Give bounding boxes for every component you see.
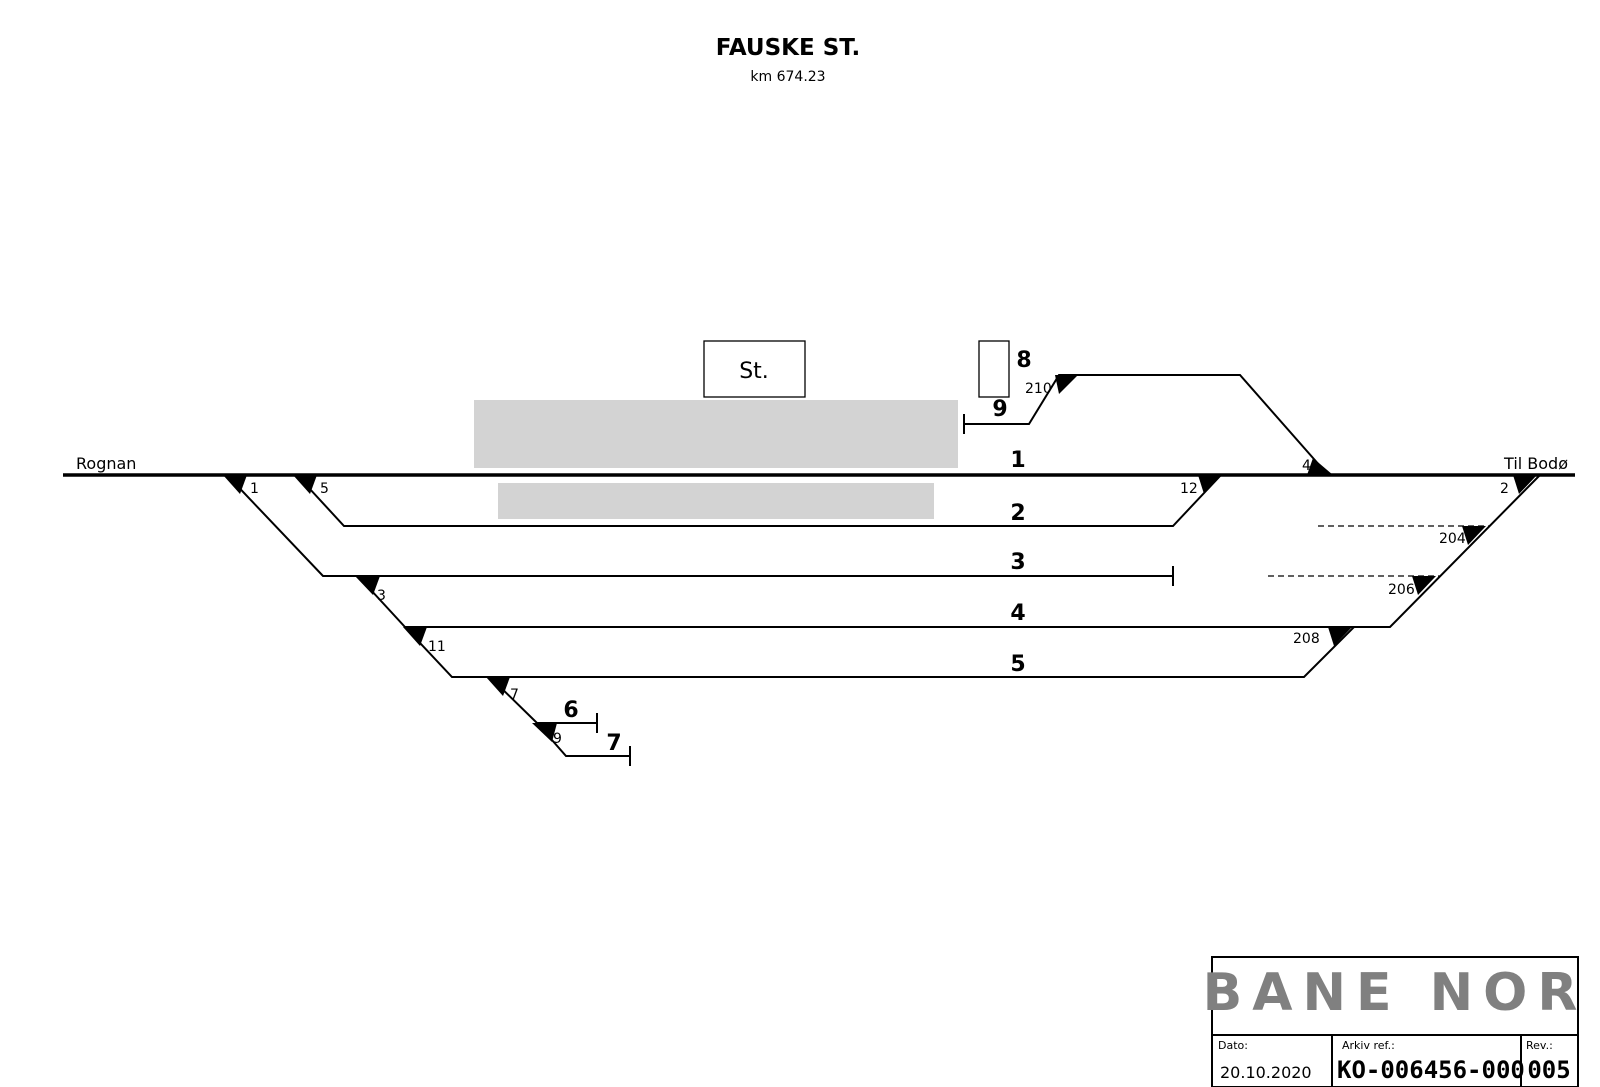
switch-9-label: 9 bbox=[553, 731, 562, 747]
switch-210-label: 210 bbox=[1025, 381, 1052, 397]
switch-9-marker bbox=[532, 723, 557, 742]
track-numbers: 1 2 3 4 5 6 7 8 9 bbox=[563, 348, 1031, 756]
track-4-label: 4 bbox=[1010, 601, 1025, 626]
right-end-label: Til Bodø bbox=[1503, 454, 1568, 473]
ref-value: KO-006456-000 bbox=[1337, 1056, 1525, 1084]
switch-208-label: 208 bbox=[1293, 631, 1320, 647]
switch-11-marker bbox=[403, 627, 427, 646]
switch-204-marker bbox=[1462, 526, 1486, 545]
rev-label: Rev.: bbox=[1526, 1039, 1553, 1052]
switch-5-label: 5 bbox=[320, 481, 329, 497]
date-label: Dato: bbox=[1218, 1039, 1248, 1052]
left-end-label: Rognan bbox=[76, 454, 136, 473]
switch-11-label: 11 bbox=[428, 639, 446, 655]
switch-7-label: 7 bbox=[510, 687, 519, 703]
switch-4-label: 4 bbox=[1302, 458, 1311, 474]
switch-206-label: 206 bbox=[1388, 582, 1415, 598]
switch-1-marker bbox=[223, 475, 247, 494]
switch-7-marker bbox=[486, 677, 510, 696]
switch-210-marker bbox=[1055, 375, 1078, 394]
ref-label: Arkiv ref.: bbox=[1342, 1039, 1395, 1052]
track-8-box bbox=[978, 340, 1010, 398]
diagram-title: FAUSKE ST. bbox=[716, 35, 860, 61]
track-3-label: 3 bbox=[1010, 550, 1025, 575]
track-2-label: 2 bbox=[1010, 501, 1025, 526]
rev-value: 005 bbox=[1527, 1056, 1570, 1084]
switch-numbers: 1 5 3 11 7 9 12 4 210 2 204 206 208 bbox=[250, 381, 1509, 747]
bane-nor-logo: BANE NOR bbox=[1203, 963, 1588, 1023]
date-value: 20.10.2020 bbox=[1220, 1063, 1312, 1082]
switch-2-label: 2 bbox=[1500, 481, 1509, 497]
title-block-frame bbox=[1211, 956, 1579, 1087]
track-5-line bbox=[404, 626, 1355, 678]
track-8-label: 8 bbox=[1016, 348, 1031, 373]
switch-206-marker bbox=[1412, 576, 1436, 595]
track-5-label: 5 bbox=[1010, 652, 1025, 677]
switch-12-label: 12 bbox=[1180, 481, 1198, 497]
track-2-line bbox=[296, 474, 1222, 527]
station-building bbox=[703, 340, 806, 398]
platform-upper bbox=[474, 400, 958, 468]
switch-208-marker bbox=[1328, 627, 1352, 646]
switch-3-marker bbox=[355, 576, 380, 595]
switch-markers bbox=[223, 375, 1537, 742]
switch-12-marker bbox=[1198, 475, 1222, 494]
switch-3-label: 3 bbox=[377, 588, 386, 604]
track-1-label: 1 bbox=[1010, 448, 1025, 473]
title-block: BANE NOR Dato: 20.10.2020 Arkiv ref.: KO… bbox=[1203, 956, 1588, 1087]
switch-204-label: 204 bbox=[1439, 531, 1466, 547]
track-7-label: 7 bbox=[606, 731, 621, 756]
track-6-label: 6 bbox=[563, 698, 578, 723]
switch-4-marker bbox=[1307, 458, 1333, 475]
switch-1-label: 1 bbox=[250, 481, 259, 497]
switch-2-marker bbox=[1513, 475, 1537, 494]
track-3-line bbox=[226, 474, 1173, 577]
diagram-subtitle: km 674.23 bbox=[750, 69, 825, 85]
platform-lower bbox=[498, 483, 934, 519]
track-9-label: 9 bbox=[992, 397, 1007, 422]
track-4-line bbox=[357, 474, 1541, 628]
station-building-label: St. bbox=[739, 359, 769, 384]
switch-5-marker bbox=[293, 475, 317, 494]
